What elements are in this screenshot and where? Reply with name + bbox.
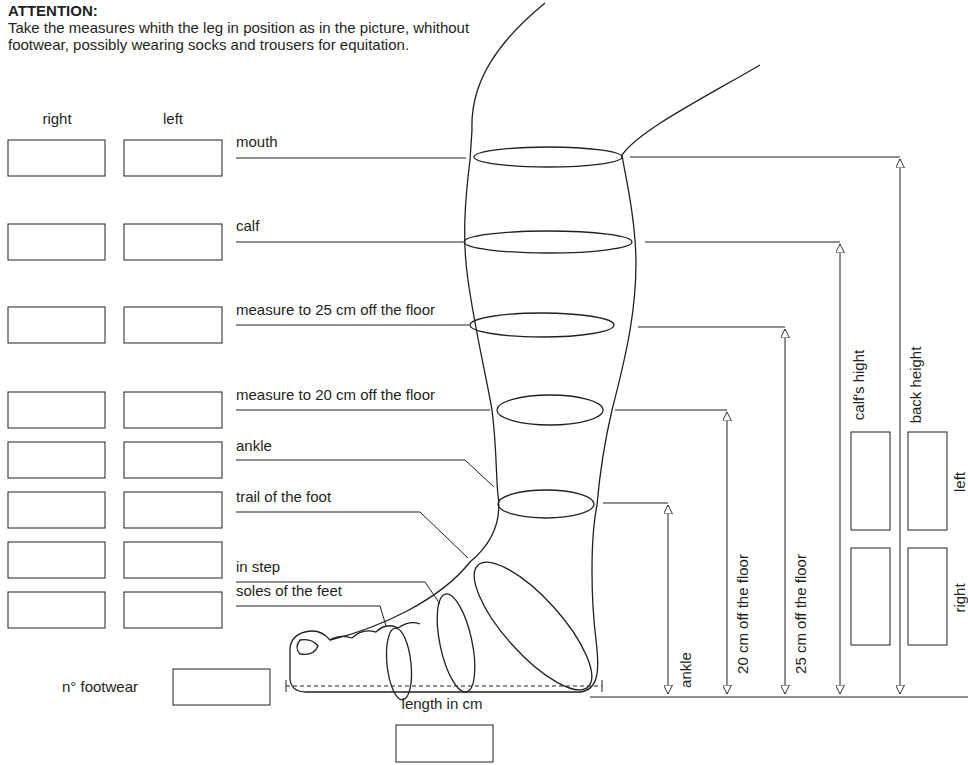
column-heading: left xyxy=(163,110,183,127)
side-label: right xyxy=(951,583,968,612)
notice-heading: ATTENTION: xyxy=(8,2,98,19)
height-label: ankle xyxy=(677,652,694,688)
height-label: 25 cm off the floor xyxy=(792,554,809,674)
side-label: left xyxy=(951,472,968,492)
footwear-label: n° footwear xyxy=(62,678,138,695)
instruction-note: Take the measures whith the leg in posit… xyxy=(8,19,478,53)
height-label: calf's hight xyxy=(850,350,867,420)
measure-label: ankle xyxy=(236,437,272,454)
measure-label: calf xyxy=(236,217,259,234)
measure-label: mouth xyxy=(236,133,278,150)
measure-label: measure to 25 cm off the floor xyxy=(236,301,435,318)
height-label: 20 cm off the floor xyxy=(734,554,751,674)
column-heading: right xyxy=(42,110,71,127)
length-label: length in cm xyxy=(402,695,483,712)
height-label: back height xyxy=(907,347,924,424)
measure-label: soles of the feet xyxy=(236,582,342,599)
measure-label: in step xyxy=(236,558,280,575)
measure-label: measure to 20 cm off the floor xyxy=(236,386,435,403)
measure-label: trail of the foot xyxy=(236,488,331,505)
